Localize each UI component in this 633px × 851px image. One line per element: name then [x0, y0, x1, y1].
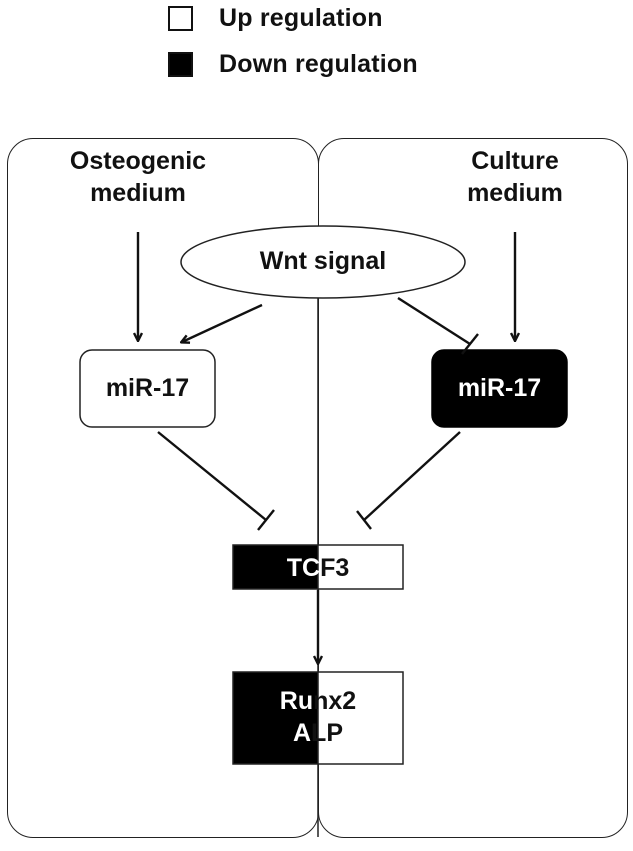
alp-text: ALP: [292, 718, 343, 747]
mir17-right-label: miR-17: [457, 374, 542, 402]
runx2-up-half: [318, 672, 403, 764]
tcf3-down-half: [233, 545, 318, 589]
osteogenic-line2: medium: [90, 178, 186, 207]
mir17-down-box: [431, 349, 568, 428]
legend-up-label: Up regulation: [219, 4, 383, 32]
wnt-signal-node: [180, 225, 466, 299]
tcf3-up-half: [318, 545, 403, 589]
mir17-right-inhibits-tcf3: [363, 431, 461, 521]
mir17-right-inhibits-tcf3-bar: [356, 510, 372, 530]
mir17-left-inhibits-tcf3-bar: [257, 509, 275, 531]
down-regulation-swatch: [168, 52, 193, 77]
tcf3-label: TCF3: [233, 553, 403, 585]
legend-down: Down regulation: [168, 50, 418, 79]
legend-up: Up regulation: [168, 4, 383, 33]
mir17-left-inhibits-tcf3: [157, 431, 267, 521]
runx2-text: Runx2: [279, 687, 357, 715]
wnt-signal-label: Wnt signal: [259, 247, 387, 275]
mir17-left-label: miR-17: [105, 374, 190, 402]
runx2-down-half: [233, 672, 318, 764]
tcf3-text: TCF3: [286, 554, 350, 582]
mir17-up-box: [79, 349, 216, 428]
legend-down-label: Down regulation: [219, 50, 418, 78]
osteogenic-line1: Osteogenic: [69, 147, 207, 175]
culture-medium-label: Culture medium: [400, 146, 630, 209]
wnt-inhibits-mir17-right: [397, 296, 471, 346]
culture-line2: medium: [467, 178, 563, 207]
wnt-to-mir17-left-arrow: [182, 303, 263, 342]
osteogenic-medium-label: Osteogenic medium: [48, 146, 228, 209]
runx2-alp-label: Runx2 ALP: [233, 686, 403, 749]
up-regulation-swatch: [168, 6, 193, 31]
culture-line1: Culture: [471, 147, 559, 175]
wnt-inhibits-mir17-right-bar: [461, 333, 479, 355]
